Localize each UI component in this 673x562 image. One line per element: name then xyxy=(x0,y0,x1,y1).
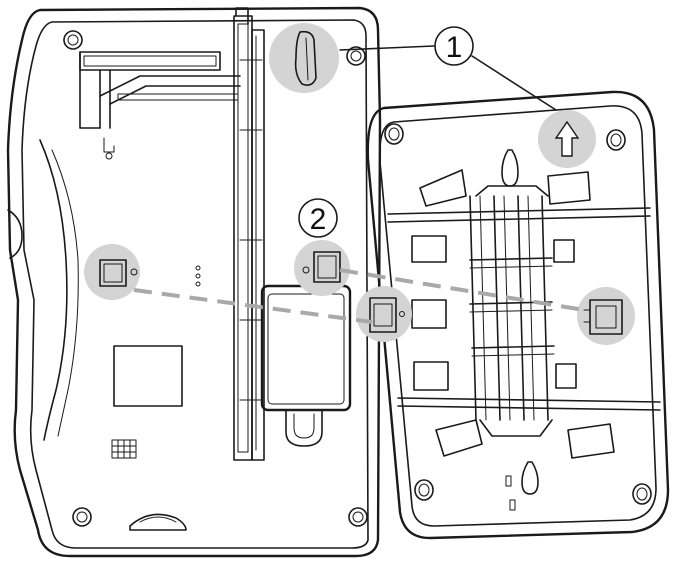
callout-1-leader-to-hook xyxy=(339,45,435,51)
callout-1: 1 xyxy=(339,26,557,111)
bracket-tabs-left xyxy=(411,169,483,457)
callout-2-number: 2 xyxy=(310,203,327,236)
phone-base xyxy=(6,6,382,558)
vent-holes xyxy=(111,265,201,459)
hook-icon xyxy=(294,30,317,86)
small-slot xyxy=(505,475,512,487)
handset-rest-curve-inner xyxy=(51,149,79,437)
handset-rest-curve xyxy=(39,139,68,441)
cable-channel xyxy=(79,51,241,160)
latch-tab-bracket-right xyxy=(583,299,623,335)
alignment-guides xyxy=(133,268,585,324)
rubber-foot xyxy=(129,513,187,531)
alignment-guide-lower xyxy=(133,288,373,324)
screw-hole-icon xyxy=(632,483,652,505)
wall-bracket-outline xyxy=(366,90,670,540)
latch-highlight-left xyxy=(84,244,140,300)
latch-highlight-bracket-left xyxy=(356,286,412,342)
alignment-guide-upper xyxy=(339,268,585,312)
latch-highlight-bracket-right xyxy=(577,287,635,345)
keyhole-icon xyxy=(521,461,539,495)
vertical-rail xyxy=(233,7,265,461)
callout-2-circle xyxy=(298,198,338,238)
screw-hole-icon xyxy=(346,46,366,66)
bracket-grid xyxy=(469,185,555,437)
side-notch xyxy=(7,209,23,259)
screw-hole-icon xyxy=(72,507,92,527)
hook-highlight xyxy=(269,23,339,93)
small-slot xyxy=(509,499,516,511)
latch-slot-left xyxy=(99,259,138,287)
latch-slot-middle xyxy=(302,251,341,283)
keyhole-icon xyxy=(501,149,519,187)
callout-1-circle xyxy=(434,26,474,66)
latch-highlight-middle xyxy=(294,240,350,296)
wall-bracket-inner-edge xyxy=(378,105,657,527)
latch-tab-bracket-left xyxy=(369,297,405,333)
bracket-tabs-right xyxy=(547,171,615,459)
phone-base-outline xyxy=(6,6,382,558)
screw-hole-icon xyxy=(384,123,404,145)
callout-1-number: 1 xyxy=(446,31,463,64)
bracket-bottom-bar xyxy=(397,397,661,411)
screw-hole-icon xyxy=(414,479,434,501)
screw-hole-icon xyxy=(606,129,626,151)
phone-base-inner-edge xyxy=(21,19,369,549)
callout-2: 2 xyxy=(298,198,338,238)
screw-hole-icon xyxy=(348,507,368,527)
callout-1-leader-to-arrow xyxy=(471,55,557,111)
screw-hole-icon xyxy=(63,30,83,50)
wall-bracket xyxy=(356,90,670,540)
label-area xyxy=(113,345,183,407)
arrow-up-icon xyxy=(554,120,580,157)
